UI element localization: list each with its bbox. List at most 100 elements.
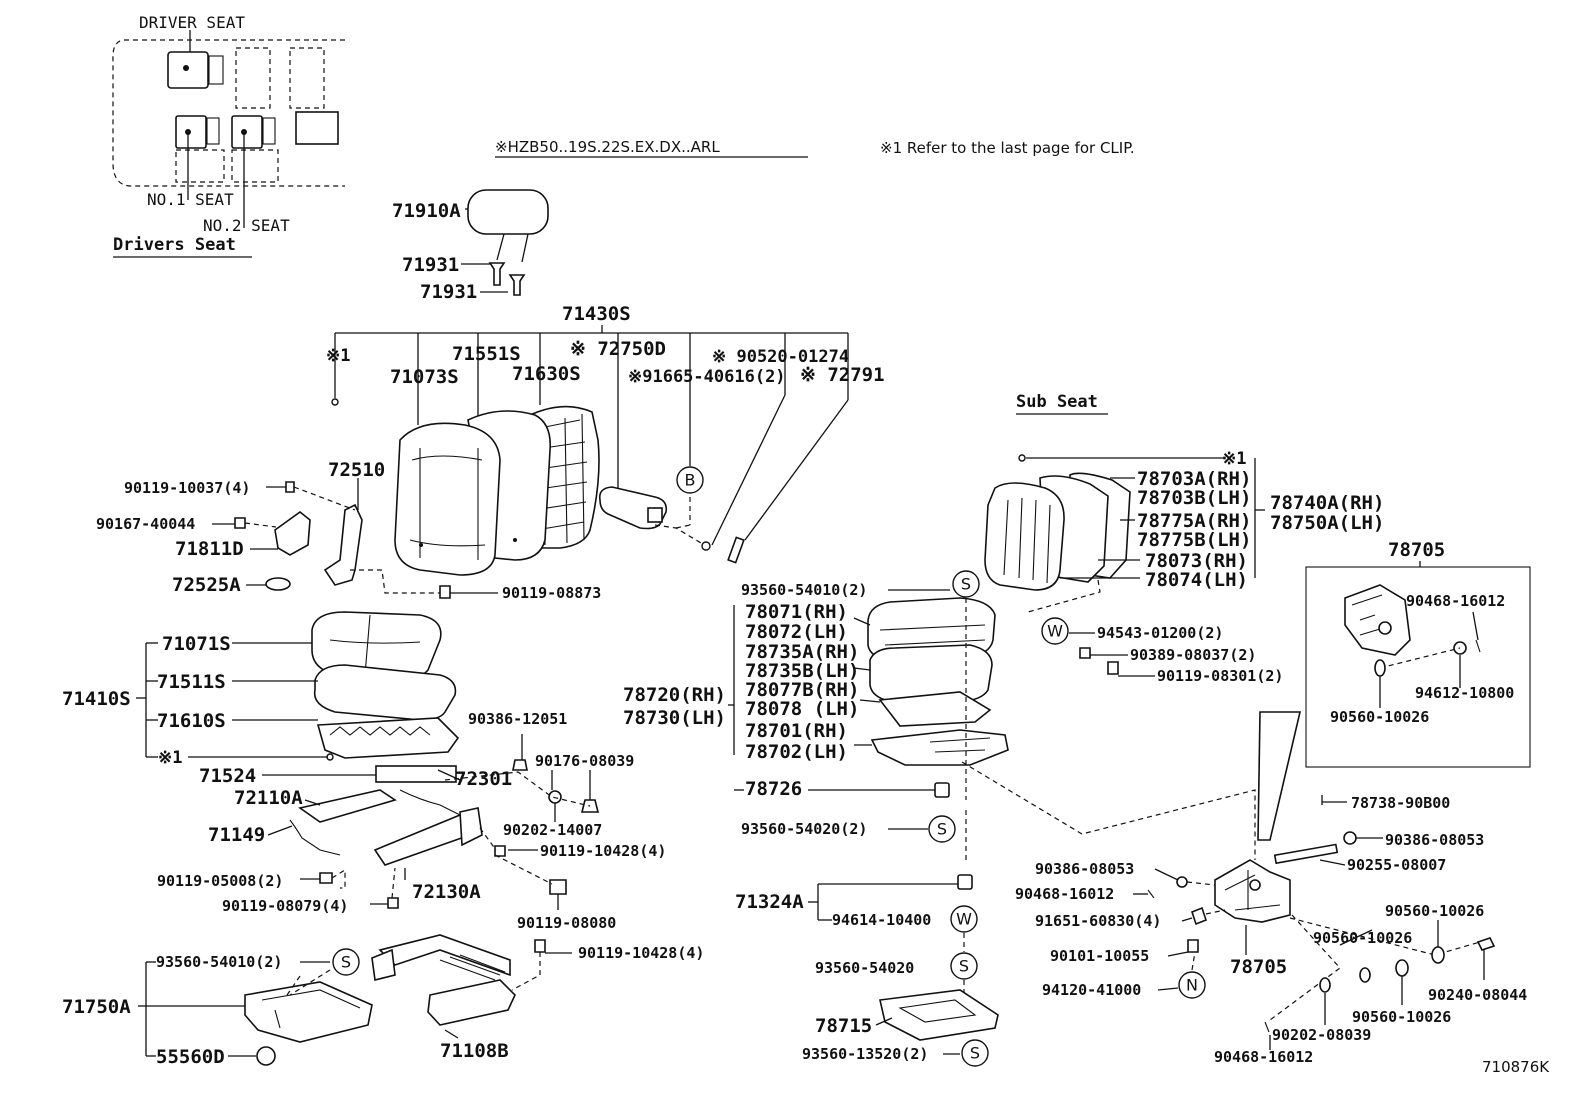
label-90119-08301: 90119-08301(2)	[1157, 667, 1283, 685]
no1-seat-label: NO.1 SEAT	[147, 190, 234, 209]
symbol-B	[676, 466, 704, 494]
label-71630S: 71630S	[512, 363, 581, 385]
label-78775A: 78775A(RH)	[1137, 510, 1251, 532]
symbol-S-2-text: S	[961, 575, 971, 594]
label-71931-a: 71931	[402, 254, 459, 276]
label-94614-10400: 94614-10400	[832, 911, 931, 929]
sub-seat-cushion	[867, 597, 1009, 798]
symbol-S-4-text: S	[959, 957, 969, 976]
symbol-N	[1178, 971, 1206, 999]
sub-seat-hinge-78705	[1214, 859, 1291, 923]
symbol-W-1	[950, 905, 978, 933]
symbol-B-text: B	[685, 471, 696, 490]
label-78705-b: 78705	[1230, 956, 1287, 978]
label-72110A: 72110A	[234, 787, 303, 809]
label-55560D: 55560D	[156, 1046, 225, 1068]
label-90202-08039: 90202-08039	[1272, 1026, 1371, 1044]
inset-78705	[1305, 566, 1531, 768]
label-71108B: 71108B	[440, 1040, 509, 1062]
vehicle-layout-inset: DRIVER SEAT NO.1 SEAT NO.2 SEAT Drivers …	[112, 13, 345, 258]
label-90240-08044: 90240-08044	[1428, 986, 1527, 1004]
label-93560-13520: 93560-13520(2)	[802, 1045, 928, 1063]
label-90119-10428-b: 90119-10428(4)	[578, 944, 704, 962]
label-90386-12051: 90386-12051	[468, 710, 567, 728]
sub-seat-base	[879, 989, 999, 1041]
label-90119-08873: 90119-08873	[502, 584, 601, 602]
label-78775B: 78775B(LH)	[1137, 529, 1251, 551]
label-78077B: 78077B(RH)	[745, 679, 859, 701]
label-71811D: 71811D	[175, 538, 244, 560]
label-90119-08080: 90119-08080	[517, 914, 616, 932]
seat-base	[244, 934, 516, 1066]
label-90389-08037: 90389-08037(2)	[1130, 646, 1256, 664]
label-78071: 78071(RH)	[745, 601, 848, 623]
label-93560-54010-b: 93560-54010(2)	[156, 953, 282, 971]
label-mark1-c: ※1	[1222, 449, 1246, 469]
label-78703B: 78703B(LH)	[1137, 487, 1251, 509]
label-71073S: 71073S	[390, 366, 459, 388]
symbol-N-text: N	[1186, 976, 1198, 995]
symbol-W-1-text: W	[956, 910, 972, 929]
label-78738-90B00: 78738-90B00	[1351, 794, 1450, 812]
label-90101-10055: 90101-10055	[1050, 947, 1149, 965]
label-90119-08079: 90119-08079(4)	[222, 897, 348, 915]
symbol-W-2	[1041, 617, 1069, 645]
seat-cushion-stack	[289, 611, 483, 866]
label-90119-05008: 90119-05008(2)	[157, 872, 283, 890]
label-90468-16012-b: 90468-16012	[1015, 885, 1114, 903]
label-94543-01200: 94543-01200(2)	[1097, 624, 1223, 642]
symbol-S-5-text: S	[970, 1044, 980, 1063]
label-78705-a: 78705	[1388, 539, 1445, 561]
label-93560-54020-b: 93560-54020	[815, 959, 914, 977]
label-72130A: 72130A	[412, 881, 481, 903]
symbol-S-5	[961, 1039, 989, 1067]
symbol-S-4	[950, 952, 978, 980]
label-78078: 78078 (LH)	[745, 698, 859, 720]
label-90386-08053-a: 90386-08053	[1385, 831, 1484, 849]
label-72791: ※ 72791	[800, 364, 885, 386]
driver-seat-label: DRIVER SEAT	[139, 13, 245, 32]
label-78074: 78074(LH)	[1145, 569, 1248, 591]
label-78072: 78072(LH)	[745, 621, 848, 643]
label-90167-40044: 90167-40044	[96, 515, 195, 533]
label-71410S: 71410S	[62, 688, 131, 710]
label-90560-10026-b: 90560-10026	[1385, 902, 1484, 920]
no2-seat-label: NO.2 SEAT	[203, 216, 290, 235]
label-90255-08007: 90255-08007	[1347, 856, 1446, 874]
symbol-S-1	[332, 948, 360, 976]
label-71511S: 71511S	[157, 671, 226, 693]
label-78740A: 78740A(RH)	[1270, 492, 1384, 514]
label-78726: 78726	[745, 778, 802, 800]
label-71524: 71524	[199, 765, 256, 787]
label-90560-10026-a: 90560-10026	[1330, 708, 1429, 726]
seatback-assembly	[394, 405, 600, 576]
clip-note: ※1 Refer to the last page for CLIP.	[880, 139, 1135, 157]
recliner	[234, 481, 363, 591]
label-71324A: 71324A	[735, 891, 804, 913]
symbol-S-1-text: S	[341, 953, 351, 972]
label-72525A: 72525A	[172, 574, 241, 596]
label-94612-10800: 94612-10800	[1415, 684, 1514, 702]
label-90468-16012-c: 90468-16012	[1214, 1048, 1313, 1066]
headrest	[461, 189, 549, 296]
sub-seat-back	[984, 472, 1131, 591]
label-71910A: 71910A	[392, 200, 461, 222]
model-note: ※HZB50..19S.22S.EX.DX..ARL	[495, 138, 720, 156]
label-71551S: 71551S	[452, 343, 521, 365]
label-71931-b: 71931	[420, 281, 477, 303]
symbol-W-2-text: W	[1047, 622, 1063, 641]
label-78073: 78073(RH)	[1145, 550, 1248, 572]
armrest	[598, 486, 707, 547]
label-78720: 78720(RH)	[623, 684, 726, 706]
sub-seat-title: Sub Seat	[1016, 392, 1098, 412]
label-78702: 78702(LH)	[745, 741, 848, 763]
label-71149: 71149	[208, 824, 265, 846]
label-71071S: 71071S	[162, 633, 231, 655]
label-78703A: 78703A(RH)	[1137, 468, 1251, 490]
label-72750D: ※ 72750D	[570, 338, 666, 360]
label-91651-60830: 91651-60830(4)	[1035, 912, 1161, 930]
label-94120-41000: 94120-41000	[1042, 981, 1141, 999]
label-78750A: 78750A(LH)	[1270, 512, 1384, 534]
label-90176-08039: 90176-08039	[535, 752, 634, 770]
